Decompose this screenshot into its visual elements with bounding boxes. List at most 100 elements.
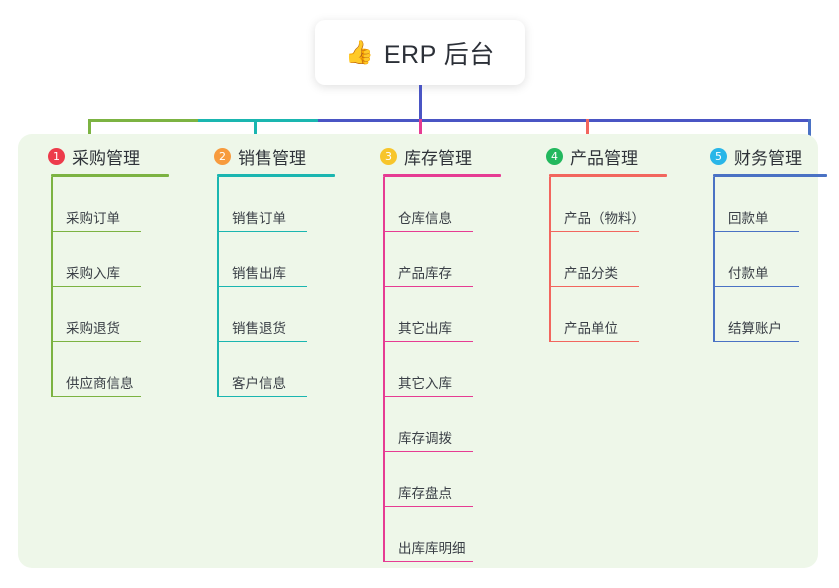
branch-item[interactable]: 销售订单 — [196, 177, 346, 232]
branch-item-list: 产品（物料） 产品分类产品单位 — [528, 177, 678, 342]
branch-number-badge: 2 — [214, 147, 231, 165]
connector-trunk — [419, 85, 422, 122]
branch-item[interactable]: 库存调拨 — [362, 397, 512, 452]
branch-item[interactable]: 库存盘点 — [362, 452, 512, 507]
branch-item-rule — [713, 285, 799, 287]
branch-item[interactable]: 回款单 — [692, 177, 822, 232]
branch-spine — [51, 177, 53, 397]
branch-item-label: 产品库存 — [398, 266, 452, 281]
branch-item[interactable]: 销售出库 — [196, 232, 346, 287]
branch-item-label: 其它出库 — [398, 321, 452, 336]
branch-item-rule — [549, 230, 639, 232]
branch-number-badge: 1 — [48, 147, 65, 165]
branch-header-rule — [713, 174, 827, 177]
branch-item-rule — [713, 230, 799, 232]
branch-item-label: 产品分类 — [564, 266, 618, 281]
branch-title: 产品管理 — [570, 148, 638, 168]
branch-item-list: 采购订单采购入库采购退货供应商信息 — [30, 177, 180, 397]
branch-item-label: 回款单 — [728, 211, 769, 226]
branch-item-label: 出库库明细 — [398, 541, 466, 556]
branch-item-rule — [217, 340, 307, 342]
branch-item-label: 付款单 — [728, 266, 769, 281]
branch-item[interactable]: 采购入库 — [30, 232, 180, 287]
branch-item-rule — [383, 340, 473, 342]
branch-item-label: 产品（物料） — [564, 211, 645, 226]
branch-header[interactable]: 5 财务管理 — [692, 145, 822, 168]
branch-item-rule — [549, 340, 639, 342]
branch-header[interactable]: 4 产品管理 — [528, 145, 678, 168]
branch-item-label: 库存盘点 — [398, 486, 452, 501]
branch-spine — [549, 177, 551, 342]
root-node-card[interactable]: 👍 ERP 后台 — [315, 20, 525, 85]
branch-item-rule — [51, 230, 141, 232]
branch-item-list: 仓库信息产品库存其它出库其它入库库存调拨库存盘点出库库明细 — [362, 177, 512, 562]
branch-item-rule — [217, 230, 307, 232]
branch-item-label: 结算账户 — [728, 321, 782, 336]
branch-item-rule — [51, 285, 141, 287]
branch-item[interactable]: 出库库明细 — [362, 507, 512, 562]
branch-item[interactable]: 产品分类 — [528, 232, 678, 287]
branch-number-badge: 4 — [546, 147, 563, 165]
branch-header-rule — [383, 174, 501, 177]
branch-item-label: 供应商信息 — [66, 376, 134, 391]
branch-item[interactable]: 仓库信息 — [362, 177, 512, 232]
branch-item[interactable]: 产品库存 — [362, 232, 512, 287]
branch-item-rule — [383, 230, 473, 232]
branch-item-rule — [383, 285, 473, 287]
connector-bus-segment-2 — [198, 119, 318, 122]
branch-title: 采购管理 — [72, 148, 140, 168]
branch-item-label: 库存调拨 — [398, 431, 452, 446]
branch-item-label: 采购订单 — [66, 211, 120, 226]
branch-item-label: 采购退货 — [66, 321, 120, 336]
branch-item[interactable]: 供应商信息 — [30, 342, 180, 397]
branch-header-rule — [217, 174, 335, 177]
branch-item[interactable]: 付款单 — [692, 232, 822, 287]
branch-item[interactable]: 采购订单 — [30, 177, 180, 232]
branch-column-产品管理: 4 产品管理产品（物料） 产品分类产品单位 — [528, 145, 678, 342]
root-node-label: ERP 后台 — [383, 40, 495, 69]
branch-column-财务管理: 5 财务管理回款单付款单结算账户 — [692, 145, 827, 342]
branch-item-rule — [383, 505, 473, 507]
branch-spine — [217, 177, 219, 397]
branch-item[interactable]: 产品（物料） — [528, 177, 678, 232]
thumbs-up-emoji: 👍 — [345, 39, 374, 65]
branch-item[interactable]: 结算账户 — [692, 287, 822, 342]
connector-bus-segment-3 — [318, 119, 810, 122]
branch-item-rule — [549, 285, 639, 287]
branch-spine — [713, 177, 715, 342]
branch-item[interactable]: 产品单位 — [528, 287, 678, 342]
branch-item-rule — [51, 340, 141, 342]
branch-item-label: 仓库信息 — [398, 211, 452, 226]
branch-item-label: 采购入库 — [66, 266, 120, 281]
branch-spine — [383, 177, 385, 562]
branch-column-采购管理: 1 采购管理采购订单采购入库采购退货供应商信息 — [30, 145, 180, 397]
branch-item-rule — [217, 285, 307, 287]
branch-item[interactable]: 其它出库 — [362, 287, 512, 342]
branch-item-rule — [383, 395, 473, 397]
branch-item-rule — [383, 560, 473, 562]
branch-header-rule — [51, 174, 169, 177]
branch-item-rule — [217, 395, 307, 397]
branch-item[interactable]: 其它入库 — [362, 342, 512, 397]
branch-item[interactable]: 采购退货 — [30, 287, 180, 342]
branch-number-badge: 5 — [710, 147, 727, 165]
branch-item-label: 销售出库 — [232, 266, 286, 281]
branch-header[interactable]: 1 采购管理 — [30, 145, 180, 168]
branch-item[interactable]: 销售退货 — [196, 287, 346, 342]
branch-item-label: 其它入库 — [398, 376, 452, 391]
branch-header-rule — [549, 174, 667, 177]
branch-title: 财务管理 — [734, 148, 802, 168]
branch-item-list: 回款单付款单结算账户 — [692, 177, 822, 342]
branches-panel — [18, 134, 818, 568]
branch-item-rule — [713, 340, 799, 342]
branch-number-badge: 3 — [380, 147, 397, 165]
branch-item-rule — [51, 395, 141, 397]
branch-item-label: 销售订单 — [232, 211, 286, 226]
branch-item[interactable]: 客户信息 — [196, 342, 346, 397]
branch-item-label: 销售退货 — [232, 321, 286, 336]
branch-item-label: 产品单位 — [564, 321, 618, 336]
